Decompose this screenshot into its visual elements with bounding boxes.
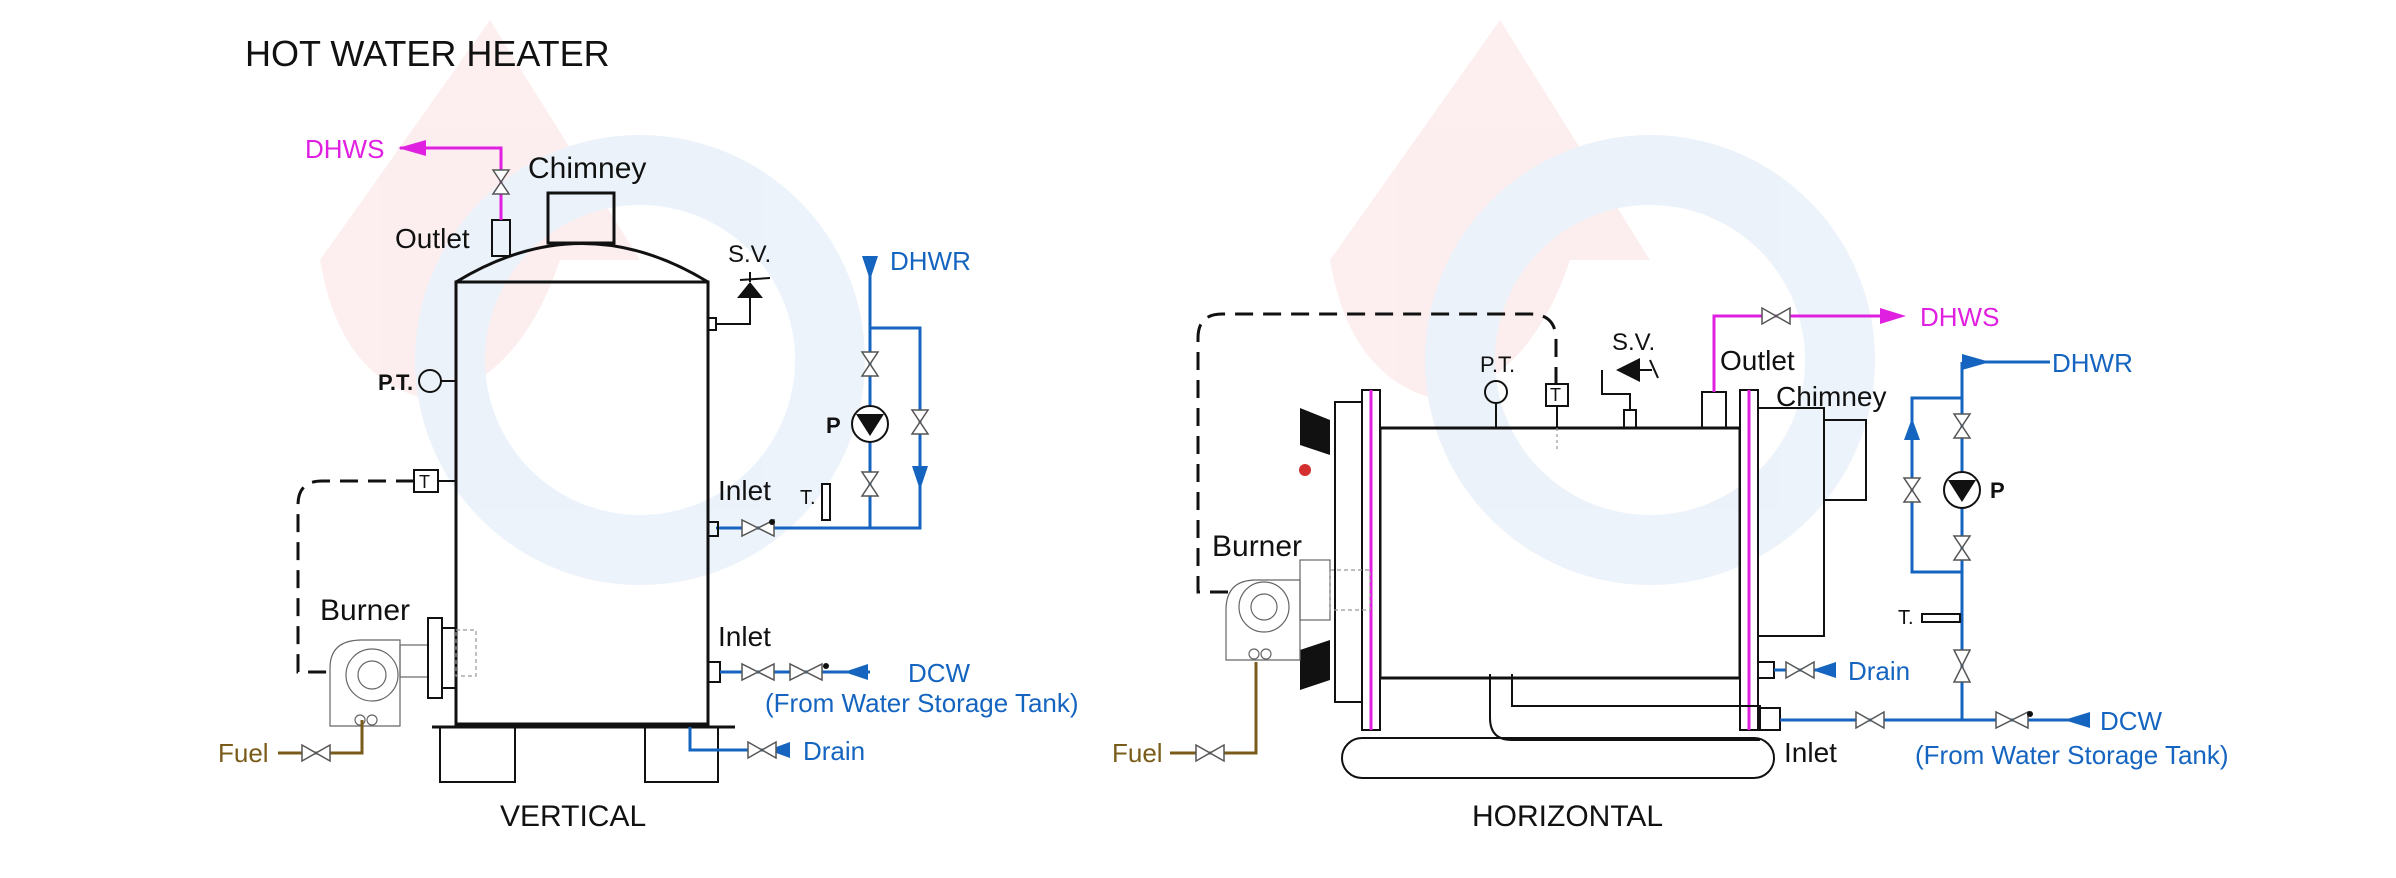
horizontal-drain-label: Drain <box>1848 656 1910 686</box>
vertical-chimney-label: Chimney <box>528 152 646 185</box>
vertical-dhwr-valve-bottom[interactable] <box>860 471 880 497</box>
vertical-t-sensor-label: T <box>419 472 430 492</box>
vertical-bypass-valve[interactable] <box>910 409 930 435</box>
horizontal-bypass-valve[interactable] <box>1902 477 1922 503</box>
vertical-thermometer-label: T. <box>800 487 816 509</box>
vertical-sv-label: S.V. <box>728 241 771 268</box>
horizontal-fuel-label: Fuel <box>1112 738 1163 768</box>
horizontal-safety-valve-icon[interactable] <box>1616 358 1640 382</box>
vertical-dcw-check-valve[interactable] <box>789 662 829 682</box>
vertical-dhws-label: DHWS <box>305 134 384 164</box>
vertical-dhwr-label: DHWR <box>890 246 971 276</box>
vertical-fuel-label: Fuel <box>218 738 269 768</box>
horizontal-pump-label: P <box>1990 478 2005 503</box>
horizontal-outlet-label: Outlet <box>1720 345 1795 376</box>
horizontal-dhwr-label: DHWR <box>2052 348 2133 378</box>
horizontal-burner-label: Burner <box>1212 530 1302 563</box>
vertical-dcw-label: DCW <box>908 658 971 688</box>
vertical-inlet-lower-label: Inlet <box>718 621 771 652</box>
horizontal-t-sensor-label: T <box>1550 385 1561 405</box>
horizontal-thermometer-icon <box>1921 613 1961 623</box>
horizontal-thermometer-label: T. <box>1898 607 1914 629</box>
vertical-heater: DHWS Chimney Outlet S.V. P.T. T Bu <box>218 134 1079 833</box>
horizontal-heater: Burner T P.T. S.V. DHWS Outlet Chimney <box>1112 302 2229 833</box>
horizontal-skid <box>1341 737 1775 779</box>
page-title: HOT WATER HEATER <box>245 33 610 74</box>
vertical-drain-label: Drain <box>803 736 865 766</box>
vertical-pt-label: P.T. <box>378 370 413 395</box>
watermark-logo <box>320 20 1875 585</box>
vertical-chimney <box>546 191 616 245</box>
vertical-inlet-upper-label: Inlet <box>718 475 771 506</box>
horizontal-pt-label: P.T. <box>1480 352 1515 377</box>
vertical-fuel-valve[interactable] <box>301 743 331 763</box>
vertical-dhws-valve[interactable] <box>491 169 511 195</box>
vertical-tank-leg-left <box>439 727 516 783</box>
vertical-dhwr-valve-top[interactable] <box>860 351 880 377</box>
horizontal-chimney-label: Chimney <box>1776 381 1886 412</box>
vertical-caption: VERTICAL <box>500 800 646 833</box>
horizontal-outlet-stub <box>1701 391 1727 429</box>
horizontal-dhws-valve[interactable] <box>1761 306 1791 326</box>
vertical-burner <box>329 617 477 727</box>
vertical-dcw-source-label: (From Water Storage Tank) <box>765 688 1079 718</box>
vertical-burner-label: Burner <box>320 594 410 627</box>
horizontal-burner <box>1225 559 1371 661</box>
vertical-outlet-label: Outlet <box>395 223 470 254</box>
horizontal-dhwr-valve-bottom[interactable] <box>1952 535 1972 561</box>
horizontal-dcw-label: DCW <box>2100 706 2163 736</box>
horizontal-chimney <box>1757 407 1825 637</box>
horizontal-drain-valve[interactable] <box>1785 660 1815 680</box>
vertical-inlet-upper-check-valve[interactable] <box>741 518 775 538</box>
vertical-safety-valve-icon[interactable] <box>737 282 763 298</box>
vertical-dcw-valve[interactable] <box>741 662 775 682</box>
vertical-thermometer-icon <box>821 483 831 521</box>
horizontal-fuel-valve[interactable] <box>1195 743 1225 763</box>
horizontal-dhwr-valve-top[interactable] <box>1952 413 1972 439</box>
horizontal-inlet-label: Inlet <box>1784 737 1837 768</box>
horizontal-dcw-source-label: (From Water Storage Tank) <box>1915 740 2229 770</box>
vertical-drain-valve[interactable] <box>747 740 777 760</box>
vertical-tank-leg-right <box>644 727 719 783</box>
vertical-tank-body <box>454 280 710 726</box>
horizontal-return-check-valve[interactable] <box>1952 649 1972 683</box>
vertical-pump-label: P <box>826 413 841 438</box>
horizontal-dhws-label: DHWS <box>1920 302 1999 332</box>
horizontal-inlet-valve[interactable] <box>1855 710 1885 730</box>
horizontal-dcw-check-valve[interactable] <box>1995 710 2033 730</box>
horizontal-sv-label: S.V. <box>1612 329 1655 356</box>
horizontal-caption: HORIZONTAL <box>1472 800 1663 833</box>
